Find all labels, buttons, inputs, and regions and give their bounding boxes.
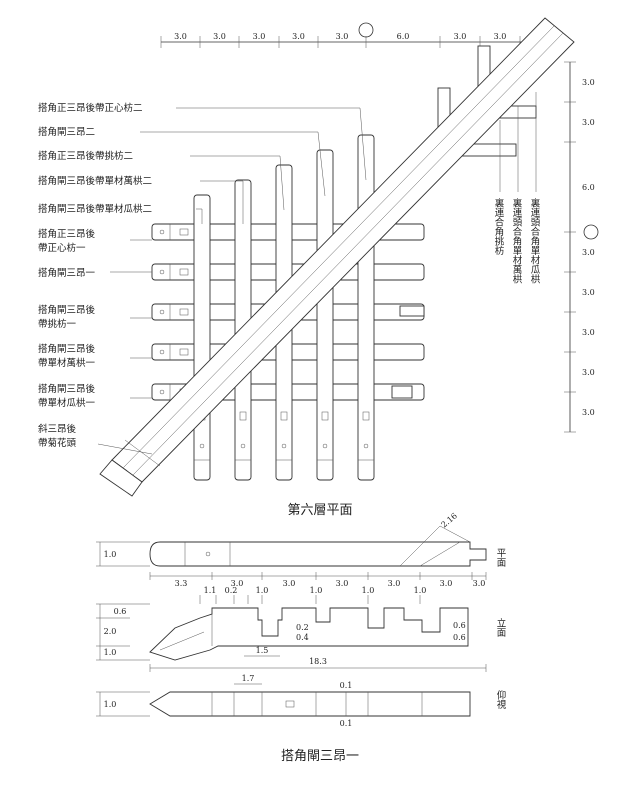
right-dimension-label: 3.0 (582, 118, 595, 127)
top-dimension-label: 3.0 (292, 32, 305, 41)
svg-text:0.2: 0.2 (296, 623, 309, 632)
plan-label: 搭角閘三昂後 (38, 383, 96, 395)
plan-label: 搭角閘三昂後 (38, 343, 96, 355)
axis-marker-top (358, 22, 374, 38)
plan-dimension-label: 3.0 (231, 579, 244, 588)
plan-label: 裏連頭合角單材萬栱 (511, 197, 523, 284)
svg-text:1.0: 1.0 (362, 586, 375, 595)
plan-dimension-label: 3.0 (283, 579, 296, 588)
top-dimension-label: 3.0 (253, 32, 266, 41)
detail-caption: 搭角閘三昂一 (281, 748, 359, 764)
svg-text:0.6: 0.6 (453, 633, 466, 642)
plan-dimension-label: 3.0 (336, 579, 349, 588)
top-dimension-label: 3.0 (213, 32, 226, 41)
svg-text:1.7: 1.7 (242, 674, 255, 683)
plan-label: 搭角閘三昂後帶單材萬栱二 (38, 175, 152, 187)
svg-text:1.0: 1.0 (104, 700, 117, 709)
view-label-elevation: 立面 (495, 617, 507, 638)
top-dimension-label: 3.0 (174, 32, 187, 41)
plan-label: 帶挑枋一 (38, 318, 77, 330)
detail-bottom-view: 1.0 1.7 0.1 0.1 仰視 (96, 674, 506, 728)
plan-label: 搭角正三昂後 (38, 228, 96, 240)
plan-label: 帶單材瓜栱一 (38, 397, 96, 409)
svg-text:1.0: 1.0 (256, 586, 269, 595)
view-label-bottom: 仰視 (495, 689, 507, 710)
plan-label: 裏連頭合角單材瓜栱 (529, 197, 541, 284)
plan-dimension-label: 3.3 (175, 579, 188, 588)
view-label-plan: 平面 (495, 548, 507, 568)
plan-label: 裏連合角挑枋 (493, 197, 505, 256)
top-dimension-label: 3.0 (454, 32, 467, 41)
svg-text:1.1: 1.1 (204, 586, 217, 595)
svg-text:0.6: 0.6 (114, 607, 127, 616)
detail-plan-view: 1.0 2.16 3.3 3.0 3.0 3.0 3.0 3.0 3.0 平面 (96, 511, 506, 588)
detail-elevation-view: 0.6 2.0 1.0 1.1 0.2 1.0 1.0 1.0 1.0 0.2 … (96, 586, 506, 672)
right-dimension-label: 3.0 (582, 368, 595, 377)
plan-label: 帶正心枋一 (38, 242, 86, 254)
svg-text:1.0: 1.0 (310, 586, 323, 595)
vertical-member (357, 134, 375, 481)
vertical-member (193, 194, 211, 481)
plan-label: 搭角閘三昂後 (38, 304, 96, 316)
svg-text:1.0: 1.0 (104, 550, 117, 559)
plan-label: 搭角正三昂後帶挑枋二 (38, 150, 133, 162)
plan-dimension-label: 3.0 (473, 579, 486, 588)
plan-caption: 第六層平面 (287, 503, 352, 518)
vertical-member (316, 149, 334, 481)
axis-marker-right (583, 224, 599, 240)
plan-label: 帶菊花頭 (38, 437, 77, 449)
svg-text:0.1: 0.1 (340, 681, 353, 690)
top-dimension-label: 3.0 (336, 32, 349, 41)
svg-text:0.1: 0.1 (340, 719, 353, 728)
svg-text:2.0: 2.0 (104, 627, 117, 636)
svg-text:1.0: 1.0 (104, 648, 117, 657)
diagonal-member (99, 17, 575, 497)
right-dimension-label: 3.0 (582, 288, 595, 297)
top-plan: 3.0 3.0 3.0 3.0 3.0 6.0 3.0 3.0 3.0 3.0 6.0 3.0 3.0… (38, 17, 599, 518)
plan-label: 帶單材萬栱一 (38, 357, 96, 369)
right-dimension-label: 3.0 (582, 408, 595, 417)
top-dimension-label: 6.0 (397, 32, 410, 41)
plan-label: 搭角閘三昂後帶單材瓜栱二 (38, 203, 152, 215)
plan-label: 搭角正三昂後帶正心枋二 (38, 102, 143, 114)
right-dimension-label: 6.0 (582, 183, 595, 192)
plan-dimension-label: 3.0 (440, 579, 453, 588)
svg-text:0.4: 0.4 (296, 633, 309, 642)
svg-text:1.0: 1.0 (414, 586, 427, 595)
svg-text:1.5: 1.5 (256, 646, 269, 655)
top-dimension-label: 3.0 (494, 32, 507, 41)
svg-text:2.16: 2.16 (440, 511, 459, 529)
svg-text:0.2: 0.2 (225, 586, 238, 595)
right-dimension-label: 3.0 (582, 248, 595, 257)
plan-label: 搭角閘三昂二 (38, 126, 95, 138)
right-dimension-label: 3.0 (582, 78, 595, 87)
plan-label: 斜三昂後 (38, 423, 77, 435)
svg-text:0.6: 0.6 (453, 621, 466, 630)
plan-label: 搭角閘三昂一 (38, 267, 96, 279)
plan-dimension-label: 3.0 (388, 579, 401, 588)
svg-text:18.3: 18.3 (309, 657, 327, 666)
right-dimension-label: 3.0 (582, 328, 595, 337)
